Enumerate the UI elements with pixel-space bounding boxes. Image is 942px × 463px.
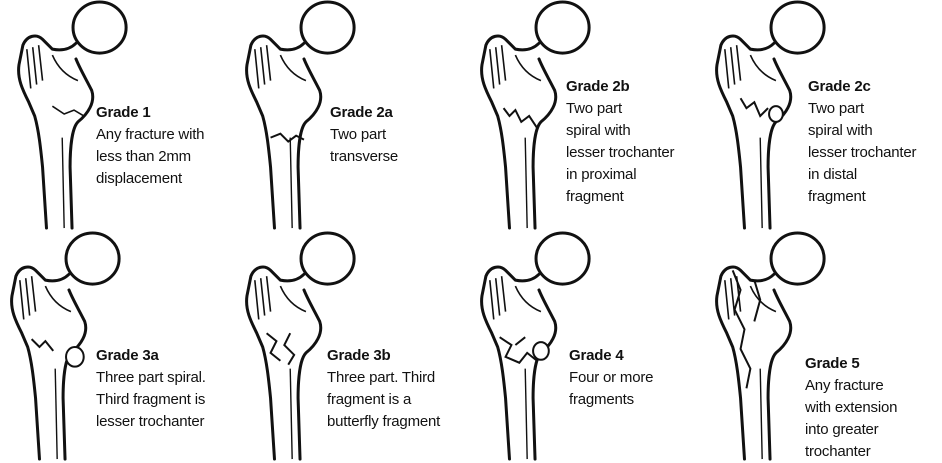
grade-description: Two part spiral with lesser trochanter i…	[808, 98, 916, 208]
grade-description: Four or more fragments	[569, 367, 653, 411]
label-grade-2b: Grade 2b Two part spiral with lesser tro…	[566, 76, 674, 208]
grade-title: Grade 2a	[330, 102, 398, 124]
grade-title: Grade 2c	[808, 76, 916, 98]
label-grade-1: Grade 1 Any fracture with less than 2mm …	[96, 102, 204, 190]
panel-grade-4: Grade 4 Four or more fragments	[470, 231, 705, 462]
panel-grade-3a: Grade 3a Three part spiral. Third fragme…	[0, 231, 235, 462]
grade-description: Two part spiral with lesser trochanter i…	[566, 98, 674, 208]
grade-description: Three part spiral. Third fragment is les…	[96, 367, 206, 433]
grade-description: Any fracture with less than 2mm displace…	[96, 124, 204, 190]
grade-title: Grade 5	[805, 353, 897, 375]
grade-title: Grade 3b	[327, 345, 440, 367]
panel-grade-2a: Grade 2a Two part transverse	[235, 0, 470, 231]
label-grade-2c: Grade 2c Two part spiral with lesser tro…	[808, 76, 916, 208]
panel-grade-2c: Grade 2c Two part spiral with lesser tro…	[705, 0, 942, 231]
panel-grade-2b: Grade 2b Two part spiral with lesser tro…	[470, 0, 705, 231]
panel-grade-1: Grade 1 Any fracture with less than 2mm …	[0, 0, 235, 231]
label-grade-3b: Grade 3b Three part. Third fragment is a…	[327, 345, 440, 433]
grade-title: Grade 3a	[96, 345, 206, 367]
grade-description: Two part transverse	[330, 124, 398, 168]
label-grade-2a: Grade 2a Two part transverse	[330, 102, 398, 168]
panel-grade-3b: Grade 3b Three part. Third fragment is a…	[235, 231, 470, 462]
grade-title: Grade 4	[569, 345, 653, 367]
label-grade-5: Grade 5 Any fracture with extension into…	[805, 353, 897, 463]
grade-description: Three part. Third fragment is a butterfl…	[327, 367, 440, 433]
label-grade-4: Grade 4 Four or more fragments	[569, 345, 653, 411]
label-grade-3a: Grade 3a Three part spiral. Third fragme…	[96, 345, 206, 433]
grade-title: Grade 2b	[566, 76, 674, 98]
grade-description: Any fracture with extension into greater…	[805, 375, 897, 463]
grade-title: Grade 1	[96, 102, 204, 124]
panel-grade-5: Grade 5 Any fracture with extension into…	[705, 231, 942, 462]
